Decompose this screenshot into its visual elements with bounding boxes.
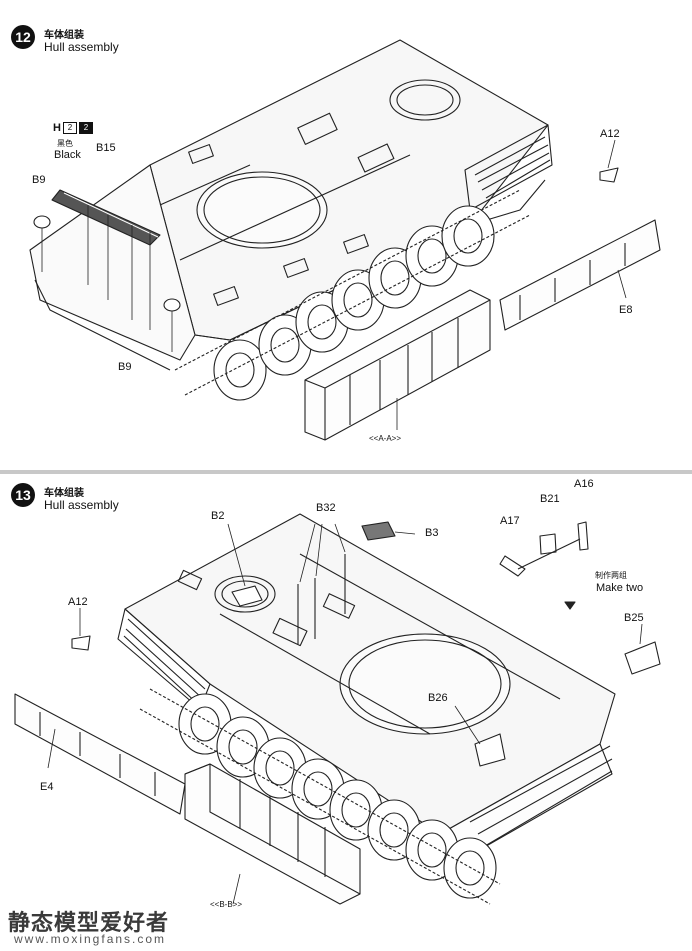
part-a17 <box>499 555 526 577</box>
part-b25 <box>624 641 661 675</box>
paint-callout: H 2 2 <box>53 122 93 134</box>
make-two-cn: 制作两组 <box>595 571 627 580</box>
paint-color-en: Black <box>54 149 81 161</box>
road-wheels-12 <box>213 205 495 401</box>
step-title-cn: 车体组装 <box>44 30 84 41</box>
label-a16: A16 <box>574 478 594 490</box>
part-b9-bottom <box>163 298 181 312</box>
hull-side <box>29 164 196 361</box>
driver-hatch <box>389 79 461 121</box>
label-b9-top: B9 <box>32 174 46 186</box>
paint-code-dark: 2 <box>78 122 93 134</box>
label-b25: B25 <box>624 612 644 624</box>
part-e8 <box>499 219 661 331</box>
label-b2: B2 <box>211 510 225 522</box>
step-number-badge-13: 13 <box>11 483 35 507</box>
view-label-aa: <<A-A>> <box>369 434 402 443</box>
step-12-panel: 12 车体组装 Hull assembly H 2 2 黑色 Black B15… <box>0 0 692 470</box>
part-b21 <box>539 533 557 555</box>
label-b32: B32 <box>316 502 336 514</box>
paint-code-light: 2 <box>62 122 77 134</box>
watermark-url: www.moxingfans.com <box>14 932 167 946</box>
label-e4: E4 <box>40 781 54 793</box>
part-b9-top <box>33 215 51 229</box>
step-title-cn-13: 车体组装 <box>44 488 84 499</box>
label-b21: B21 <box>540 493 560 505</box>
step-number-badge: 12 <box>11 25 35 49</box>
step-13-drawing <box>14 513 661 905</box>
label-b15: B15 <box>96 142 116 154</box>
hatch-13 <box>214 575 276 613</box>
step-title-en: Hull assembly <box>44 40 119 54</box>
part-a12 <box>599 167 619 183</box>
label-a17: A17 <box>500 515 520 527</box>
part-b32 <box>297 554 346 644</box>
track-13 <box>139 688 501 905</box>
step-13-panel: 13 车体组装 Hull assembly B2 B32 B3 B21 A16 … <box>0 474 692 951</box>
view-label-bb: <<B-B>> <box>210 900 243 909</box>
paint-letter: H <box>53 122 61 134</box>
part-b2 <box>231 585 263 607</box>
side-skirt-aa <box>304 289 491 441</box>
step-title-en-13: Hull assembly <box>44 498 119 512</box>
label-a12: A12 <box>600 128 620 140</box>
label-b9-bottom: B9 <box>118 361 132 373</box>
turret-ring <box>196 171 328 249</box>
label-b26: B26 <box>428 692 448 704</box>
watermark-logo: 静态模型爱好者 <box>8 911 170 936</box>
make-two-en: Make two <box>596 582 644 594</box>
label-e8: E8 <box>619 304 633 316</box>
part-b3 <box>361 521 396 541</box>
part-b26 <box>474 733 506 767</box>
part-a16 <box>577 521 589 551</box>
label-a12-13: A12 <box>68 596 88 608</box>
step-12-drawing <box>29 39 661 441</box>
part-e4 <box>14 693 186 815</box>
step-divider <box>0 470 692 474</box>
down-arrow <box>564 601 576 610</box>
label-b3: B3 <box>425 527 439 539</box>
turret-ring-13 <box>339 633 511 735</box>
part-a12-13 <box>71 635 91 651</box>
paint-color-cn: 黑色 <box>57 139 73 148</box>
road-wheels-13 <box>178 693 497 899</box>
